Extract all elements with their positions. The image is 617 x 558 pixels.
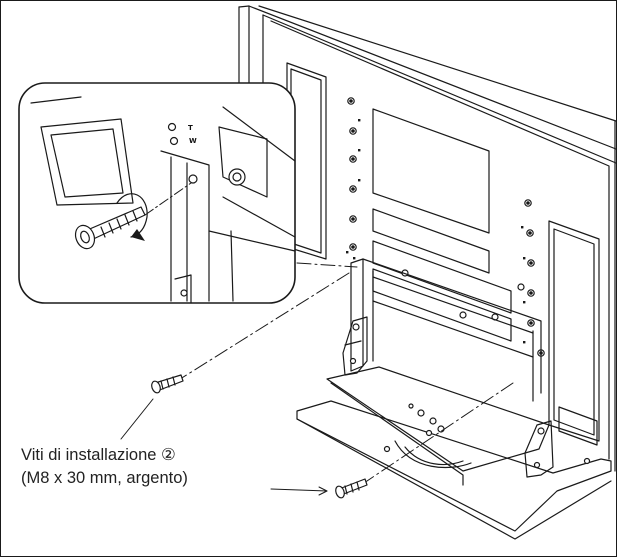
leader-lines bbox=[120, 398, 328, 496]
detail-inset bbox=[18, 82, 296, 304]
mark-w: W bbox=[189, 137, 197, 145]
alignment-lines bbox=[176, 262, 514, 486]
mark-t: T bbox=[188, 124, 193, 132]
stand-base bbox=[296, 366, 612, 540]
stand-upright bbox=[342, 258, 554, 478]
installation-screws-caption: Viti di installazione ② (M8 x 30 mm, arg… bbox=[21, 444, 188, 490]
caption-line-2: (M8 x 30 mm, argento) bbox=[21, 469, 188, 487]
panel-holes bbox=[347, 97, 545, 357]
caption-line-1: Viti di installazione ② bbox=[21, 446, 176, 464]
screw-lower bbox=[335, 478, 368, 499]
screw-upper bbox=[151, 374, 184, 394]
panel-openings bbox=[286, 62, 600, 446]
panel-small-marks bbox=[346, 119, 526, 344]
